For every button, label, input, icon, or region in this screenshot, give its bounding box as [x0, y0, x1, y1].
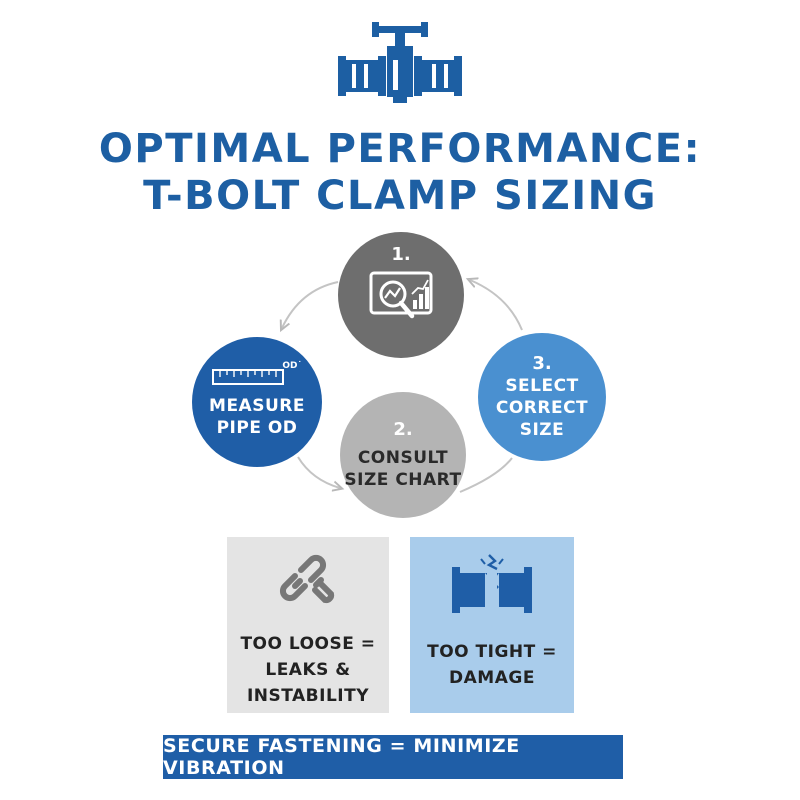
too-loose-line-2: LEAKS & — [265, 660, 351, 680]
too-tight-panel: TOO TIGHT = DAMAGE — [410, 537, 574, 713]
title-line-1: OPTIMAL PERFORMANCE: — [98, 126, 702, 172]
arrow-measure-to-step2 — [297, 456, 340, 488]
step-2-label-line-2: SIZE CHART — [344, 470, 462, 490]
step-2-circle: 2. CONSULT SIZE CHART — [340, 392, 466, 518]
too-loose-panel: TOO LOOSE = LEAKS & INSTABILITY — [227, 537, 389, 713]
analysis-magnifier-icon — [369, 271, 433, 319]
step-3-number: 3. — [532, 353, 552, 374]
measure-pipe-od-circle: OD˙ MEASURE PIPE OD — [192, 337, 322, 467]
measure-label-line-2: PIPE OD — [216, 418, 298, 438]
broken-chain-icon — [279, 554, 335, 604]
too-tight-line-2: DAMAGE — [449, 668, 535, 688]
step-3-label-line-3: SIZE — [519, 420, 565, 440]
ruler-icon — [212, 369, 284, 385]
title-line-2: T-BOLT CLAMP SIZING — [143, 173, 657, 219]
step-1-circle: 1. — [338, 232, 464, 358]
step-3-circle: 3. SELECT CORRECT SIZE — [478, 333, 606, 461]
step-2-label-line-1: CONSULT — [357, 448, 449, 468]
cracked-pipe-icon — [452, 554, 532, 613]
too-loose-line-3: INSTABILITY — [246, 686, 370, 706]
step-1-number: 1. — [391, 244, 411, 265]
arrow-step3-to-step1 — [470, 280, 523, 331]
too-tight-line-1: TOO TIGHT = — [427, 642, 557, 662]
pipe-valve-icon — [338, 22, 462, 103]
step-3-label-line-1: SELECT — [505, 376, 579, 396]
arrow-step1-to-measure — [282, 281, 339, 328]
arrow-step2-to-step3 — [459, 457, 513, 493]
footer-banner: SECURE FASTENING = MINIMIZE VIBRATION — [163, 735, 623, 779]
ruler-od-label: OD˙ — [282, 361, 302, 371]
step-3-label-line-2: CORRECT — [495, 398, 589, 418]
step-2-number: 2. — [393, 419, 413, 440]
too-loose-line-1: TOO LOOSE = — [240, 634, 376, 654]
measure-label-line-1: MEASURE — [209, 396, 305, 416]
